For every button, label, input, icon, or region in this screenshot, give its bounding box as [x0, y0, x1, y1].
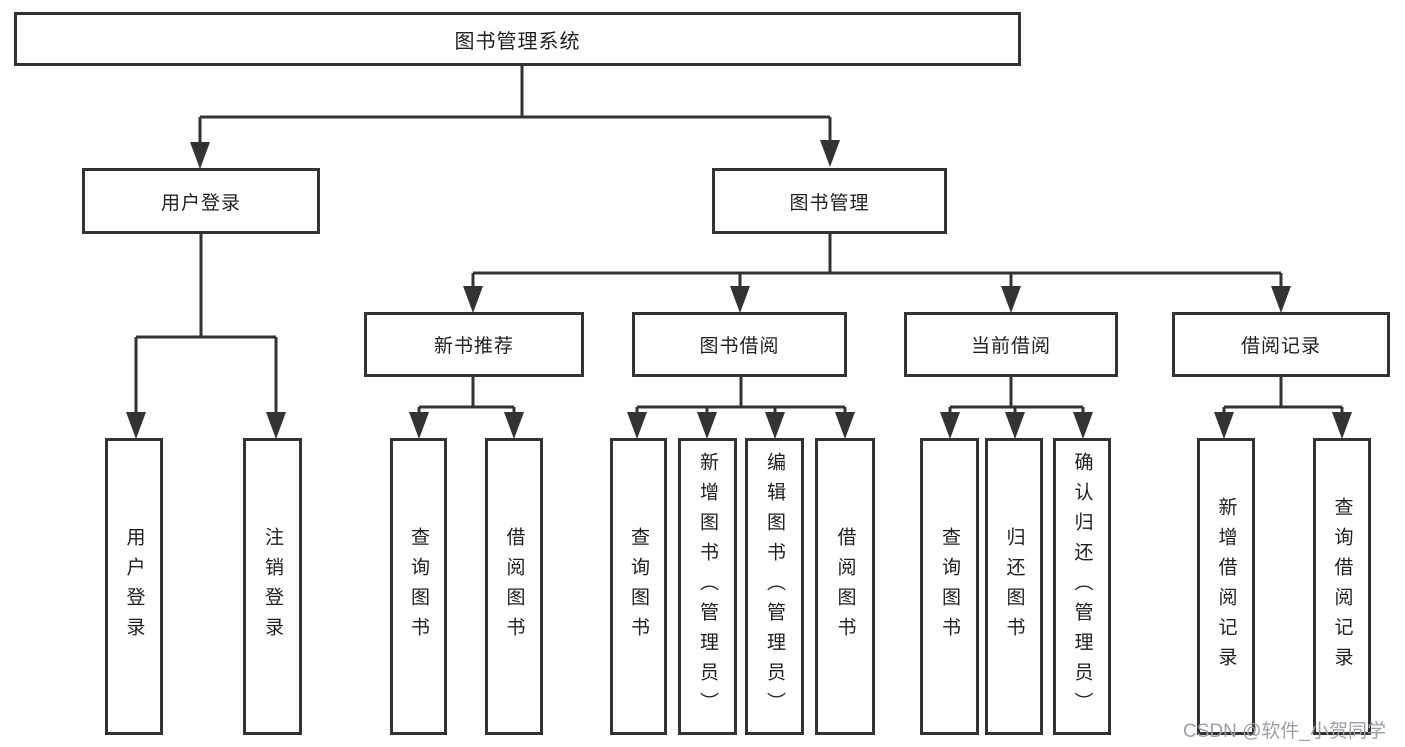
node-user-login: 用户登录 [82, 168, 320, 234]
leaf-add-borrowing-record: 新增借阅记录 [1197, 438, 1255, 735]
leaf-user-login: 用户登录 [105, 438, 163, 735]
node-book-borrowing: 图书借阅 [632, 312, 847, 377]
leaf-edit-book-admin: 编辑图书（管理员） [745, 438, 804, 735]
leaf-confirm-return-admin: 确认归还（管理员） [1053, 438, 1111, 735]
leaf-return-books: 归还图书 [985, 438, 1043, 735]
leaf-borrow-books-recommend: 借阅图书 [485, 438, 543, 735]
leaf-logout: 注销登录 [243, 438, 302, 735]
node-new-book-recommendation: 新书推荐 [364, 312, 584, 377]
watermark: CSDN @软件_小贺同学 [1183, 721, 1386, 742]
leaf-borrow-books-borrowing: 借阅图书 [815, 438, 875, 735]
leaf-query-books-recommend: 查询图书 [390, 438, 447, 735]
leaf-add-book-admin: 新增图书（管理员） [678, 438, 737, 735]
arrowheads [126, 140, 1352, 439]
leaf-query-books-current: 查询图书 [920, 438, 979, 735]
leaf-query-books-borrowing: 查询图书 [610, 438, 667, 735]
leaf-query-borrowing-record: 查询借阅记录 [1313, 438, 1371, 735]
node-current-borrowing: 当前借阅 [904, 312, 1118, 377]
node-book-management: 图书管理 [712, 168, 947, 234]
connector-segments [134, 66, 1344, 417]
node-library-management-system: 图书管理系统 [14, 12, 1021, 66]
node-borrowing-records: 借阅记录 [1172, 312, 1390, 377]
